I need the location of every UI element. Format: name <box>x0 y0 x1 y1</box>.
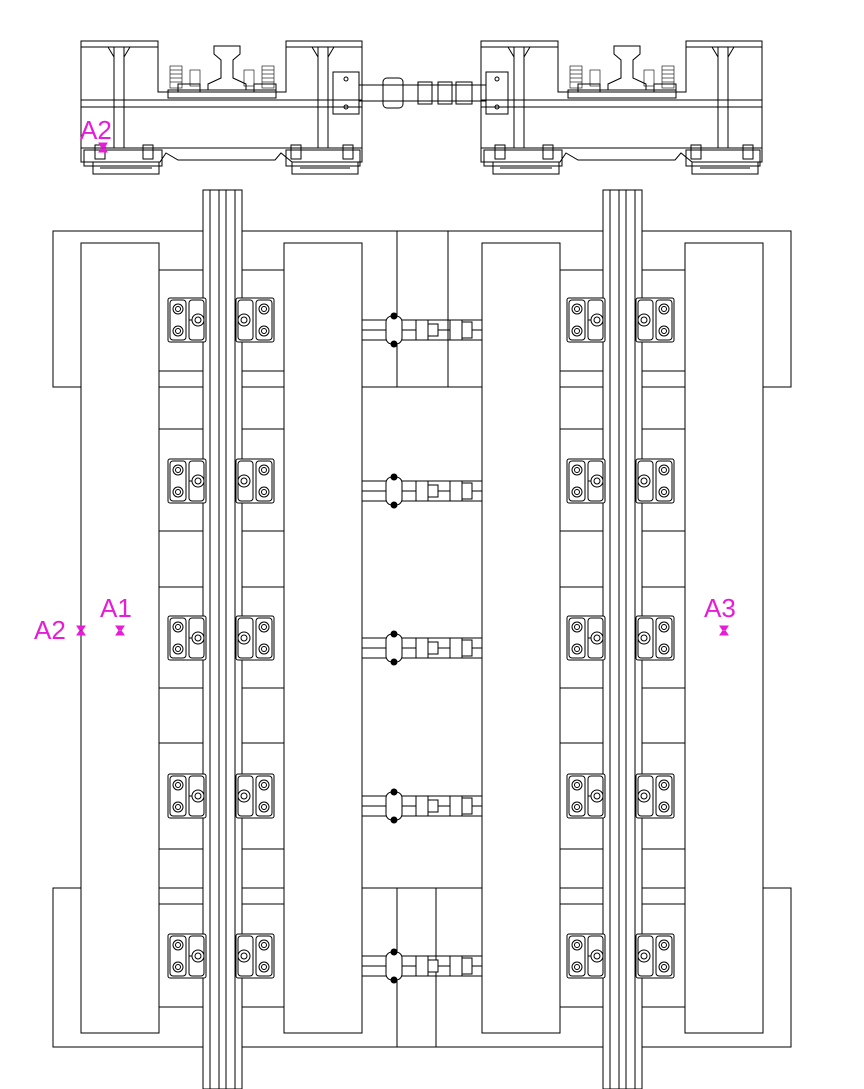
fastener-clip <box>167 773 207 819</box>
fastener-clip <box>167 297 207 343</box>
fastener-clip <box>167 458 207 504</box>
beam-coupler <box>361 788 483 824</box>
section-left-half <box>80 40 363 175</box>
fastener-clip <box>635 933 675 979</box>
beam-1 <box>80 242 160 1034</box>
fastener-clip <box>167 615 207 661</box>
fastener-clip <box>167 933 207 979</box>
fastener-clip <box>635 458 675 504</box>
fastener-clip <box>235 933 275 979</box>
fastener-clip <box>635 773 675 819</box>
beam-2 <box>283 242 363 1034</box>
fastener-clip <box>235 773 275 819</box>
beam-4 <box>684 242 764 1034</box>
fastener-clip <box>566 933 606 979</box>
beam-coupler <box>361 473 483 509</box>
fastener-clip <box>635 615 675 661</box>
beam-3 <box>481 242 561 1034</box>
cross-section-view <box>80 40 763 175</box>
fastener-clip <box>235 458 275 504</box>
beam-coupler <box>361 312 483 348</box>
label-a2-section: A2 <box>80 115 112 145</box>
marker-a2-section: A2 <box>80 115 112 153</box>
plan-view <box>52 189 792 1089</box>
marker-a3-plan: A3 <box>704 593 736 636</box>
beam-coupler <box>361 630 483 666</box>
fastener-clip <box>235 615 275 661</box>
fastener-clip <box>566 615 606 661</box>
label-a1-plan: A1 <box>100 593 132 623</box>
fastener-rows <box>167 297 675 984</box>
marker-a1-plan: A1 <box>100 593 132 636</box>
label-a3-plan: A3 <box>704 593 736 623</box>
marker-a2-plan: A2 <box>34 615 86 645</box>
label-a2-plan: A2 <box>34 615 66 645</box>
section-coupler <box>332 71 509 115</box>
fastener-clip <box>566 773 606 819</box>
fastener-clip <box>566 297 606 343</box>
beam-coupler <box>361 948 483 984</box>
fastener-clip <box>635 297 675 343</box>
fastener-clip <box>566 458 606 504</box>
fastener-clip <box>235 297 275 343</box>
